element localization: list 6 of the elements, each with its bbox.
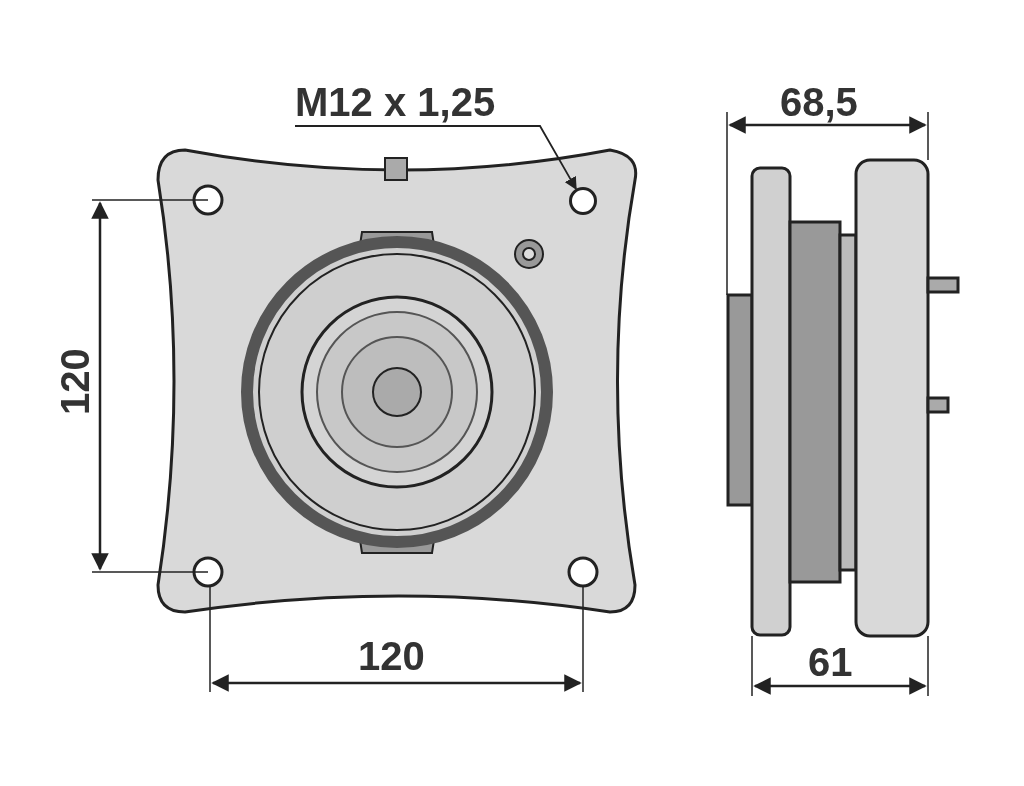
dimension-value: 61	[808, 642, 853, 682]
dimension-value: 68,5	[780, 82, 858, 122]
leader-line	[294, 125, 577, 190]
dimension-value: 120	[358, 636, 425, 676]
dimension-value: 120	[55, 348, 95, 415]
thread-size-label: M12 x 1,25	[295, 82, 496, 122]
